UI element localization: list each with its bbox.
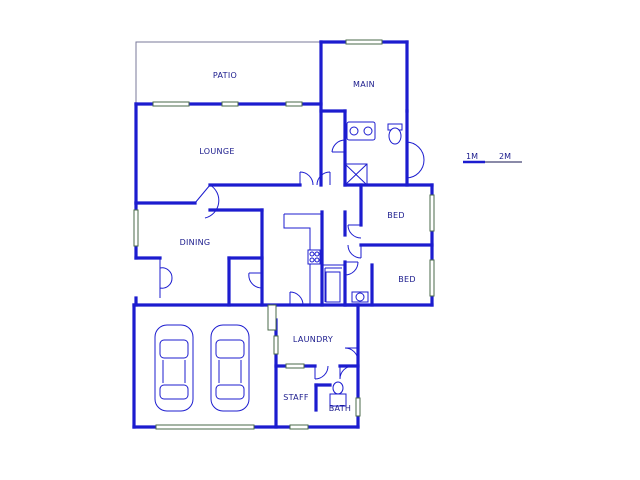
room-labels: PATIO MAIN LOUNGE BED DINING BED LAUNDRY…	[180, 71, 416, 413]
room-label-laundry: LAUNDRY	[293, 335, 333, 344]
room-label-patio: PATIO	[213, 71, 237, 80]
bathroom-fixtures	[307, 121, 425, 407]
room-label-bed-2: BED	[398, 275, 416, 284]
scale-bar: 1M 2M	[463, 152, 522, 164]
scale-label-2m: 2M	[499, 152, 511, 161]
patio-outline	[135, 41, 321, 104]
room-label-lounge: LOUNGE	[199, 147, 234, 156]
room-label-bath: BATH	[329, 404, 351, 413]
room-label-staff: STAFF	[283, 393, 309, 402]
walls	[132, 40, 434, 429]
room-label-bed-1: BED	[387, 211, 405, 220]
doors	[159, 139, 362, 380]
car-left-icon	[154, 324, 194, 412]
windows	[133, 39, 435, 430]
scale-label-1m: 1M	[466, 152, 478, 161]
car-right-icon	[210, 324, 250, 412]
room-label-dining: DINING	[180, 238, 211, 247]
room-label-main: MAIN	[353, 80, 375, 89]
interior-lines	[283, 163, 368, 305]
